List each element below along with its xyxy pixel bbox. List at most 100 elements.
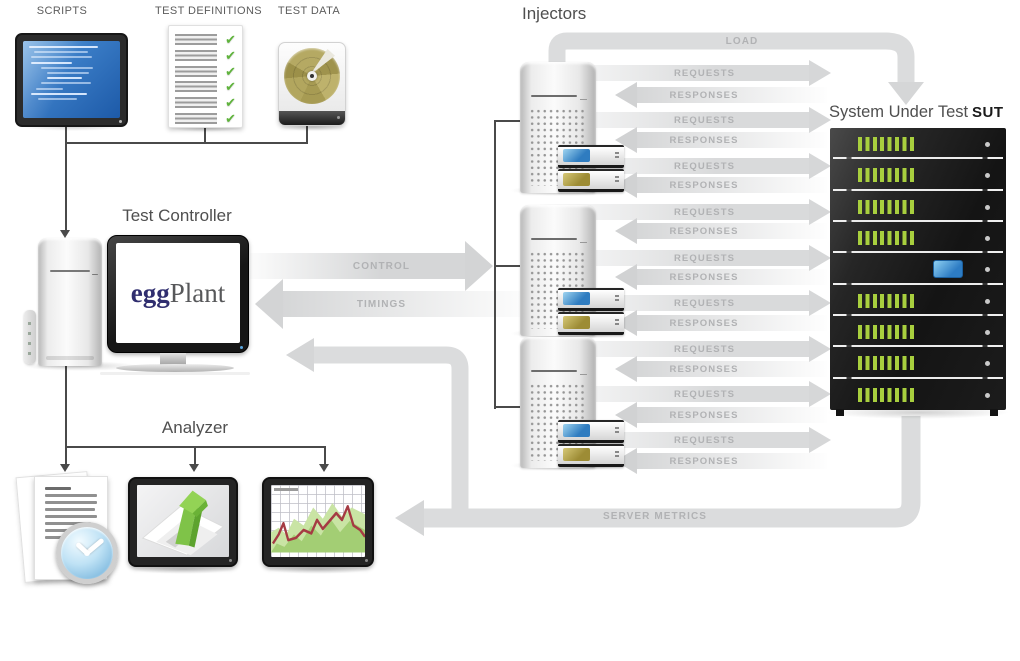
test-data-label: TEST DATA	[277, 5, 341, 17]
rack-separator	[833, 313, 1003, 316]
requests-arrow: REQUESTS	[540, 381, 831, 407]
unit-screen-gold	[563, 316, 590, 329]
responses-arrow: RESPONSES	[615, 448, 827, 474]
sut-rack	[830, 128, 1006, 410]
requests-label: REQUESTS	[673, 68, 736, 79]
power-dot-icon	[985, 235, 990, 241]
growth-arrow-graphic	[141, 490, 225, 556]
responses-arrow: RESPONSES	[615, 356, 827, 382]
led-strip-icon	[858, 293, 917, 308]
down-arrowhead-icon	[189, 464, 199, 472]
power-dot-icon	[119, 120, 122, 123]
requests-label: REQUESTS	[673, 389, 736, 400]
drive-dot-icon	[337, 116, 340, 119]
unit-led-dots	[615, 319, 619, 327]
unit-screen-blue	[563, 292, 590, 305]
definition-lines	[175, 97, 217, 109]
requests-label: REQUESTS	[673, 161, 736, 172]
arrow-head-right-icon	[465, 241, 493, 291]
arrow-body	[540, 341, 810, 357]
brand-plant: Plant	[169, 277, 226, 308]
shadow	[266, 565, 370, 574]
chart-title-bar	[274, 488, 298, 491]
rack-unit-icon	[558, 444, 624, 467]
arrow-body	[636, 453, 827, 469]
test-data-icon	[278, 42, 346, 126]
connector-stub	[324, 446, 326, 466]
code-line	[31, 92, 87, 95]
drive-eject-mark	[580, 242, 587, 243]
unit-screen-blue	[563, 149, 590, 162]
arrow-body	[540, 204, 810, 220]
rack-separator	[833, 188, 1003, 191]
arrow-head-left-icon	[255, 279, 283, 329]
definition-lines	[175, 65, 217, 77]
arrow-head-right-icon	[809, 381, 831, 407]
arrow-body	[540, 112, 810, 128]
requests-label: REQUESTS	[673, 344, 736, 355]
arrow-head-right-icon	[809, 60, 831, 86]
definition-lines	[175, 49, 217, 61]
arrow-body	[636, 223, 827, 239]
responses-label: RESPONSES	[669, 180, 739, 191]
test-controller-label: Test Controller	[122, 206, 232, 225]
rack-separator	[833, 219, 1003, 222]
report-line	[45, 515, 97, 518]
arrow-body	[540, 386, 810, 402]
power-dot-icon	[985, 361, 990, 367]
usb-stick-icon	[24, 310, 36, 364]
arrow-body	[281, 291, 520, 317]
connector-controller-to-analyzer	[65, 366, 67, 448]
requests-arrow: REQUESTS	[540, 60, 831, 86]
power-dot-icon	[985, 329, 990, 335]
responses-arrow: RESPONSES	[615, 82, 827, 108]
requests-arrow: REQUESTS	[540, 336, 831, 362]
sut-rack-row	[830, 253, 1006, 285]
definition-row: ✔	[175, 49, 236, 62]
load-label: LOAD	[725, 36, 759, 47]
power-dot-icon	[229, 559, 232, 562]
sut-rack-row	[830, 347, 1006, 379]
arrow-body	[636, 407, 827, 423]
metrics-chart-screen	[271, 485, 365, 557]
tower-base-groove	[46, 356, 94, 360]
responses-arrow: RESPONSES	[615, 172, 827, 198]
arrow-body	[636, 177, 827, 193]
code-line	[41, 82, 92, 85]
code-line	[37, 97, 77, 100]
down-arrowhead-icon	[319, 464, 329, 472]
injectors-label: Injectors	[522, 4, 587, 23]
rack-unit-icon	[558, 420, 624, 443]
responses-label: RESPONSES	[669, 410, 739, 421]
scripts-monitor-icon	[15, 33, 128, 127]
rack-unit-icon	[558, 169, 624, 192]
code-line	[41, 66, 93, 69]
responses-label: RESPONSES	[669, 318, 739, 329]
arrow-head-left-icon	[615, 218, 637, 244]
responses-arrow: RESPONSES	[615, 218, 827, 244]
responses-arrow: RESPONSES	[615, 310, 827, 336]
timings-arrow: TIMINGS	[255, 279, 520, 329]
rack-separator	[833, 376, 1003, 379]
shadow	[22, 361, 138, 371]
monitor-reflection	[100, 372, 250, 375]
to-controller-arrowhead-left	[286, 338, 314, 372]
controller-tower-icon	[38, 238, 102, 366]
analyzer-label: Analyzer	[161, 418, 229, 437]
injector-server-icon	[510, 205, 624, 339]
code-line	[31, 56, 92, 59]
clock-icon	[56, 522, 118, 584]
arrow-head-right-icon	[809, 199, 831, 225]
power-dot-icon	[985, 142, 990, 147]
requests-arrow: REQUESTS	[540, 107, 831, 133]
server-metrics-label: SERVER METRICS	[602, 511, 708, 522]
power-dot-icon	[985, 298, 990, 304]
rack-separator	[833, 345, 1003, 348]
code-line	[46, 71, 90, 74]
power-dot-icon	[985, 204, 990, 210]
rack-separator	[833, 282, 1003, 285]
sut-label: System Under Test	[829, 103, 969, 121]
check-icon: ✔	[225, 31, 236, 47]
